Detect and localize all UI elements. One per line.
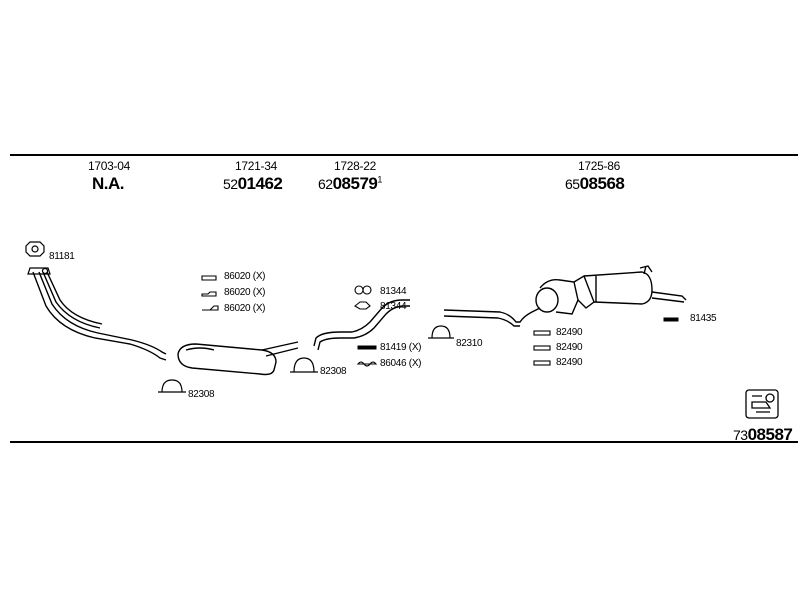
part-number-suffix: 1: [377, 174, 382, 185]
mounting-rubber-icons: [201, 275, 219, 311]
diagram-code-number: 08587: [747, 425, 793, 444]
clamp-icon: [158, 325, 454, 393]
label-82308-clamp-center: 82308: [320, 366, 347, 377]
top-divider-line: [10, 154, 798, 156]
label-81435: 81435: [690, 313, 717, 324]
part-number-value: 01462: [237, 174, 283, 193]
part-number-value: 08579: [332, 174, 378, 193]
label-81344-a: 81344: [380, 286, 407, 297]
center-silencer-drawing: [177, 341, 299, 376]
part-number-rear-silencer: 6508568: [565, 174, 625, 194]
label-86020-a: 86020 (X): [224, 271, 266, 282]
mounting-rubber-icons: [533, 330, 551, 366]
label-82490-c: 82490: [556, 357, 583, 368]
label-82308-clamp: 82308: [188, 389, 215, 400]
label-81181: 81181: [49, 251, 75, 262]
bolt-icon: [357, 317, 679, 350]
part-number-prefix: 65: [565, 176, 580, 192]
section-ref-intermediate-pipe: 1728-22: [334, 159, 376, 173]
diagram-reference-icon: [745, 389, 779, 419]
label-82310: 82310: [456, 338, 483, 349]
part-number-front-pipe: N.A.: [92, 174, 125, 194]
front-pipe-drawing: [32, 271, 167, 361]
label-81344-b: 81344: [380, 301, 407, 312]
label-86020-c: 86020 (X): [224, 303, 266, 314]
section-ref-rear-silencer: 1725-86: [578, 159, 620, 173]
part-number-center-silencer: 5201462: [223, 174, 283, 194]
part-number-prefix: 62: [318, 176, 333, 192]
section-ref-center-silencer: 1721-34: [235, 159, 277, 173]
rear-silencer-drawing: [443, 265, 687, 327]
diagram-code-prefix: 73: [733, 427, 748, 443]
part-number-value: N.A.: [92, 174, 125, 193]
label-81419: 81419 (X): [380, 342, 422, 353]
gasket-icon: [354, 285, 378, 367]
diagram-code: 7308587: [733, 425, 793, 445]
part-number-intermediate-pipe: 62085791: [318, 174, 382, 194]
label-82490-b: 82490: [556, 342, 583, 353]
bottom-divider-line: [10, 441, 798, 443]
section-ref-front-pipe: 1703-04: [88, 159, 130, 173]
part-number-prefix: 52: [223, 176, 238, 192]
label-86046: 86046 (X): [380, 358, 422, 369]
part-number-value: 08568: [579, 174, 625, 193]
gasket-icon: [25, 241, 45, 257]
label-82490-a: 82490: [556, 327, 583, 338]
label-86020-b: 86020 (X): [224, 287, 266, 298]
intermediate-pipe-drawing: [313, 299, 410, 351]
gasket-flange-icon: [27, 267, 51, 275]
